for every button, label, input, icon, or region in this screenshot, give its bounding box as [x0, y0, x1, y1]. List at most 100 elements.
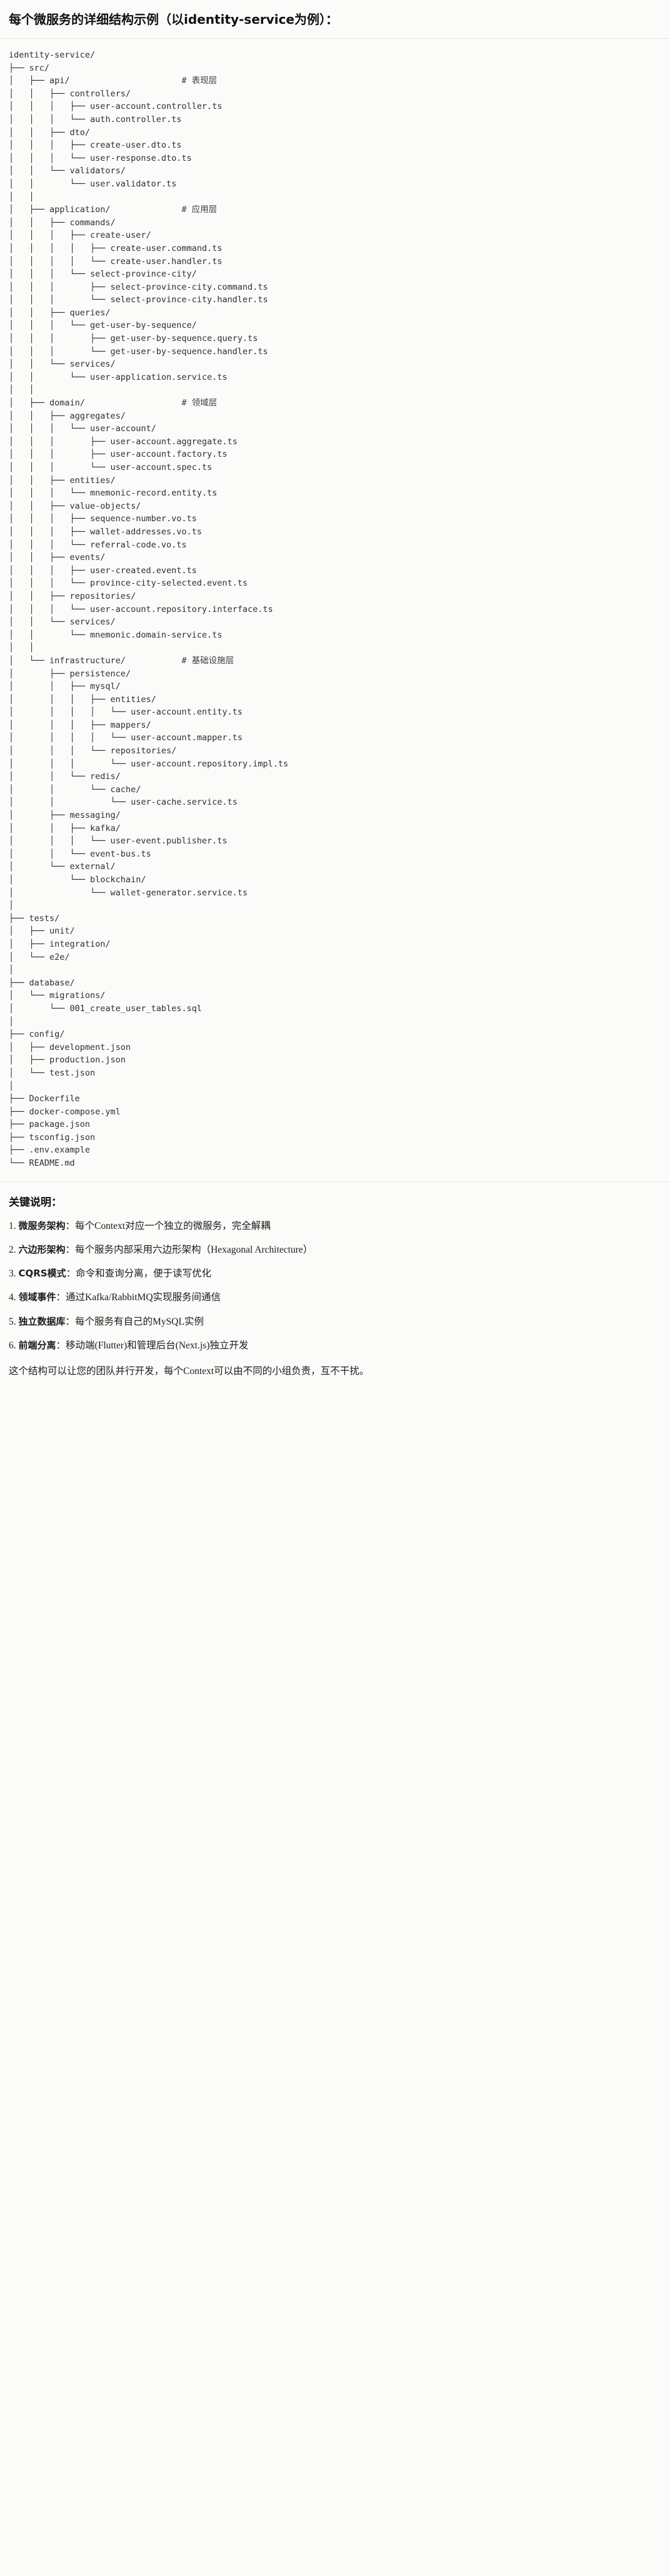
tree-row: │ │ │ │ └── user-account.mapper.ts	[9, 731, 660, 745]
key-note-item: 领域事件：通过Kafka/RabbitMQ实现服务间通信	[9, 1290, 660, 1305]
tree-row: │ │ ├── queries/	[9, 307, 660, 320]
tree-row-path: │ │ │ └── user-account.repository.interf…	[9, 604, 273, 614]
tree-row: │ │ │ ├── user-account.controller.ts	[9, 100, 660, 113]
key-note-separator: ：	[56, 1340, 66, 1351]
tree-row: │ │ │ ├── mappers/	[9, 719, 660, 732]
key-note-item: 六边形架构：每个服务内部采用六边形架构（Hexagonal Architectu…	[9, 1243, 660, 1257]
tree-row: │ │ │ └── user-account.repository.impl.t…	[9, 758, 660, 771]
tree-row-path: │ │ │ └── user-response.dto.ts	[9, 153, 192, 163]
key-note-label: 六边形架构	[18, 1243, 66, 1255]
tree-row-path: │ │ │ ├── entities/	[9, 694, 156, 705]
key-note-separator: ：	[56, 1292, 66, 1303]
tree-row: │ ├── persistence/	[9, 668, 660, 681]
tree-row-path: │ │ │ │ └── user-account.mapper.ts	[9, 733, 243, 743]
tree-row: │	[9, 899, 660, 912]
key-note-item: 微服务架构：每个Context对应一个独立的微服务，完全解耦	[9, 1219, 660, 1233]
page-title: 每个微服务的详细结构示例（以identity-service为例）：	[9, 12, 338, 27]
key-note-separator: ：	[65, 1220, 76, 1231]
tree-row: ├── Dockerfile	[9, 1092, 660, 1106]
tree-row: │ │ ├── kafka/	[9, 822, 660, 835]
tree-row-path: │ ├── production.json	[9, 1055, 126, 1066]
tree-row: │ │ │ ├── create-user/	[9, 229, 660, 242]
tree-row-path: │ │	[9, 643, 34, 653]
tree-row: │ │ │ └── auth.controller.ts	[9, 113, 660, 126]
tree-row: ├── tsconfig.json	[9, 1131, 660, 1144]
tree-row-path: │ │ └── user-application.service.ts	[9, 372, 228, 382]
tree-row-path: │ │ │ ├── user-account.aggregate.ts	[9, 436, 238, 447]
tree-row: │ │ └── cache/	[9, 783, 660, 797]
tree-row-path: │ │ │ ├── wallet-addresses.vo.ts	[9, 526, 202, 537]
tree-row-path: │ │ │ ├── create-user.dto.ts	[9, 140, 182, 151]
tree-row: │ │ └── user-application.service.ts	[9, 371, 660, 384]
tree-row-path: │ │ └── mnemonic.domain-service.ts	[9, 629, 223, 640]
tree-row: │ │ │ ├── create-user.dto.ts	[9, 139, 660, 152]
tree-row: │ └── test.json	[9, 1067, 660, 1080]
tree-row: ├── docker-compose.yml	[9, 1106, 660, 1119]
tree-row: │ │ │ └── get-user-by-sequence.handler.t…	[9, 345, 660, 359]
key-note-item: 前端分离：移动端(Flutter)和管理后台(Next.js)独立开发	[9, 1338, 660, 1353]
tree-row: │ │ ├── value-objects/	[9, 500, 660, 513]
tree-row-path: │ └── blockchain/	[9, 875, 146, 885]
key-note-description: 通过Kafka/RabbitMQ实现服务间通信	[66, 1292, 221, 1303]
tree-row: │ │ │ │ └── user-account.entity.ts	[9, 706, 660, 719]
tree-row-path: │ │ ├── repositories/	[9, 591, 136, 601]
key-note-item: CQRS模式：命令和查询分离，便于读写优化	[9, 1266, 660, 1281]
tree-row: │ ├── application/ # 应用层	[9, 203, 660, 216]
tree-row-path: │ │	[9, 385, 34, 395]
tree-row-path: │ └── infrastructure/	[9, 655, 126, 666]
tree-row: │ │ │ ├── entities/	[9, 693, 660, 706]
tree-row-path: │ │ │ └── province-city-selected.event.t…	[9, 578, 248, 589]
tree-row-path: │ │ │ └── mnemonic-record.entity.ts	[9, 488, 218, 499]
tree-row: │ │ └── services/	[9, 358, 660, 371]
tree-row: │ │ └── user-cache.service.ts	[9, 796, 660, 809]
key-note-description: 每个Context对应一个独立的微服务，完全解耦	[75, 1220, 271, 1231]
tree-row: │ │ │ ├── user-account.aggregate.ts	[9, 435, 660, 449]
key-notes-list: 微服务架构：每个Context对应一个独立的微服务，完全解耦六边形架构：每个服务…	[9, 1219, 660, 1353]
tree-row-path: │ │ ├── value-objects/	[9, 501, 141, 511]
tree-row-path: │ │ │ └── user-account.repository.impl.t…	[9, 758, 289, 769]
tree-row: │ │ │ └── select-province-city/	[9, 268, 660, 281]
tree-row-comment: # 基础设施层	[181, 655, 234, 666]
tree-row-path: │ │ │ └── user-event.publisher.ts	[9, 836, 228, 847]
tree-row: │ └── infrastructure/ # 基础设施层	[9, 654, 660, 668]
tree-row-path: │ │ └── user-cache.service.ts	[9, 797, 238, 808]
tree-row: │ │ ├── dto/	[9, 126, 660, 140]
tree-row: │	[9, 964, 660, 977]
key-note-separator: ：	[66, 1268, 76, 1280]
tree-row-path: ├── .env.example	[9, 1145, 91, 1156]
key-note-separator: ：	[65, 1244, 76, 1255]
tree-row: ├── database/	[9, 977, 660, 990]
tree-row-path: │ └── migrations/	[9, 990, 106, 1001]
tree-row-path: ├── config/	[9, 1029, 65, 1040]
tree-row-path: │ │ ├── commands/	[9, 217, 116, 228]
tree-row-path: │ │ │ ├── user-account.controller.ts	[9, 101, 223, 112]
tree-row: │ │ │ └── select-province-city.handler.t…	[9, 293, 660, 307]
tree-row-path: ├── database/	[9, 977, 75, 988]
tree-row: │ │ │ ├── get-user-by-sequence.query.ts	[9, 332, 660, 345]
tree-row: identity-service/	[9, 49, 660, 62]
tree-row: │ │ │ ├── user-created.event.ts	[9, 564, 660, 578]
tree-row: ├── config/	[9, 1028, 660, 1041]
tree-row: │ │ ├── events/	[9, 551, 660, 564]
tree-row: │ ├── messaging/	[9, 809, 660, 822]
tree-row-comment: # 表现层	[181, 76, 218, 86]
tree-row-path: │	[9, 1016, 14, 1027]
tree-row-path: │ └── wallet-generator.service.ts	[9, 887, 248, 898]
tree-row: ├── .env.example	[9, 1144, 660, 1157]
tree-row: │ │ │ └── user-account.spec.ts	[9, 461, 660, 474]
tree-row-path: │ ├── unit/	[9, 926, 75, 937]
key-note-label: 前端分离	[18, 1339, 56, 1351]
tree-row-path: │ ├── domain/	[9, 398, 85, 409]
tree-row-path: │ │ │ └── select-province-city/	[9, 269, 197, 280]
tree-row-path: │ │ │ ├── user-created.event.ts	[9, 565, 197, 576]
tree-row-path: │ │ │ └── referral-code.vo.ts	[9, 539, 187, 550]
tree-row-path: ├── tests/	[9, 913, 60, 924]
tree-row: │ │ │ ├── wallet-addresses.vo.ts	[9, 526, 660, 539]
tree-row: │ └── wallet-generator.service.ts	[9, 887, 660, 900]
tree-row-path: │ │ │ │ ├── create-user.command.ts	[9, 243, 223, 253]
tree-row: │ │ ├── repositories/	[9, 590, 660, 603]
tree-row: │ │ │ └── referral-code.vo.ts	[9, 539, 660, 552]
tree-row: │ └── e2e/	[9, 951, 660, 964]
tree-row-path: │ │	[9, 191, 34, 202]
tree-row: │	[9, 1016, 660, 1029]
